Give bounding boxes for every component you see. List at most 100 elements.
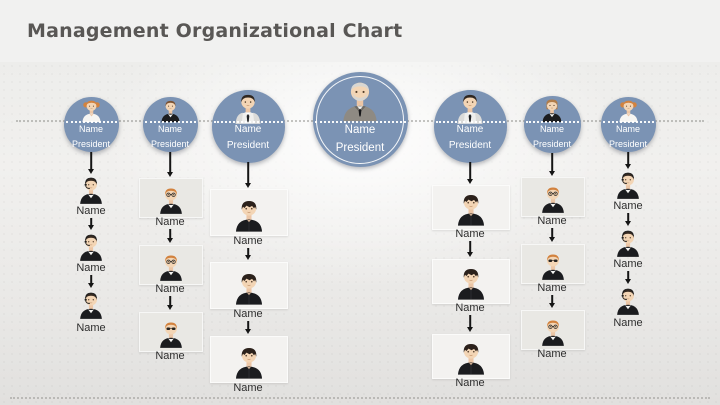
down-arrow-connector xyxy=(243,162,253,188)
person-avatar-icon xyxy=(542,254,564,280)
person-avatar-icon xyxy=(80,292,102,319)
down-arrow-connector xyxy=(623,271,633,284)
report-name-label: Name xyxy=(537,348,567,360)
report-name-label: Name xyxy=(76,205,106,217)
arrow-head-icon xyxy=(549,237,555,242)
circle-dotted-line xyxy=(435,121,505,123)
person-avatar-icon xyxy=(617,172,639,199)
arrow-head-icon xyxy=(467,252,473,257)
arrow-shaft xyxy=(247,162,249,184)
arrow-shaft xyxy=(469,162,471,180)
arrow-shaft xyxy=(169,229,171,239)
report-card xyxy=(139,178,203,218)
arrow-head-icon xyxy=(549,303,555,308)
manager-name-label: Name xyxy=(539,124,564,134)
report-card xyxy=(432,334,510,379)
manager-avatar xyxy=(539,97,565,128)
arrow-head-icon xyxy=(88,225,94,230)
down-arrow-connector xyxy=(86,275,96,288)
arrow-shaft xyxy=(551,295,553,304)
person-avatar-icon xyxy=(80,177,102,204)
arrow-head-icon xyxy=(467,327,473,332)
report-name-label: Name xyxy=(155,283,185,295)
down-arrow-connector xyxy=(165,152,175,177)
manager-avatar xyxy=(337,77,383,128)
manager-name-label: Name xyxy=(78,124,103,134)
manager-avatar xyxy=(231,91,265,130)
arrow-head-icon xyxy=(625,221,631,226)
person-avatar-icon xyxy=(457,194,485,226)
report-name-label: Name xyxy=(233,235,263,247)
manager-name-label: Name xyxy=(157,124,182,134)
down-arrow-connector xyxy=(243,321,253,334)
arrow-head-icon xyxy=(245,255,251,260)
person-avatar-icon xyxy=(617,230,639,257)
report-name-label: Name xyxy=(155,216,185,228)
report-avatar xyxy=(453,265,489,306)
person-avatar-icon xyxy=(457,268,485,300)
report-name-label: Name xyxy=(76,322,106,334)
report-name-label: Name xyxy=(537,215,567,227)
manager-title-label: President xyxy=(150,139,190,149)
down-arrow-connector xyxy=(86,218,96,230)
arrow-head-icon xyxy=(88,169,94,174)
person-avatar-icon xyxy=(160,322,182,348)
manager-title-label: President xyxy=(532,139,572,149)
person-avatar-icon xyxy=(618,100,638,123)
manager-avatar xyxy=(453,91,487,130)
report-avatar xyxy=(613,170,643,205)
arrow-head-icon xyxy=(625,164,631,169)
report-name-label: Name xyxy=(155,350,185,362)
down-arrow-connector xyxy=(465,162,475,184)
report-avatar xyxy=(76,232,106,267)
manager-title-label: President xyxy=(335,141,385,154)
manager-avatar xyxy=(79,98,104,128)
manager-title-label: President xyxy=(448,140,492,151)
manager-name-label: Name xyxy=(344,124,376,136)
arrow-shaft xyxy=(247,248,249,256)
manager-avatar xyxy=(158,98,183,128)
arrow-head-icon xyxy=(549,171,555,176)
arrow-head-icon xyxy=(245,183,251,188)
down-arrow-connector xyxy=(547,295,557,308)
report-avatar xyxy=(613,286,643,321)
arrow-shaft xyxy=(90,152,92,170)
report-avatar xyxy=(231,344,267,385)
arrow-shaft xyxy=(469,315,471,328)
manager-name-label: Name xyxy=(456,124,484,135)
report-name-label: Name xyxy=(455,377,485,389)
report-card xyxy=(432,185,510,230)
arrow-shaft xyxy=(551,228,553,238)
arrow-shaft xyxy=(169,296,171,306)
report-avatar xyxy=(156,185,186,220)
report-avatar xyxy=(538,251,568,286)
slide-title: Management Organizational Chart xyxy=(27,20,403,42)
report-avatar xyxy=(453,340,489,381)
down-arrow-connector xyxy=(623,152,633,169)
manager-avatar xyxy=(616,98,641,128)
down-arrow-connector xyxy=(465,241,475,257)
person-avatar-icon xyxy=(81,100,101,123)
manager-title-label: President xyxy=(71,139,111,149)
circle-ring xyxy=(316,75,404,164)
person-avatar-icon xyxy=(542,320,564,346)
arrow-head-icon xyxy=(625,279,631,284)
down-arrow-connector xyxy=(243,248,253,260)
manager-name-label: Name xyxy=(615,124,640,134)
report-card xyxy=(432,259,510,304)
person-avatar-icon xyxy=(235,273,263,305)
report-name-label: Name xyxy=(455,228,485,240)
report-avatar xyxy=(538,184,568,219)
down-arrow-connector xyxy=(547,228,557,242)
circle-dotted-line xyxy=(213,121,283,123)
arrow-shaft xyxy=(627,213,629,222)
report-avatar xyxy=(76,290,106,325)
report-card xyxy=(521,244,585,284)
person-avatar-icon xyxy=(457,94,483,124)
person-avatar-icon xyxy=(160,100,180,123)
